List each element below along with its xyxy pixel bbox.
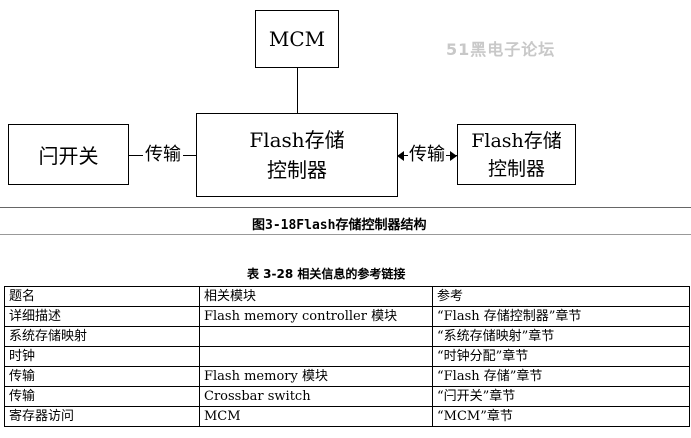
table-cell: 系统存储映射 bbox=[4, 326, 200, 347]
table-row: 传输 Flash memory 模块 “Flash 存储”章节 bbox=[4, 366, 690, 387]
table-title: 表 3-28 相关信息的参考链接 bbox=[247, 267, 406, 281]
gate-switch-label: 闩开关 bbox=[38, 144, 99, 168]
reference-table: 题名 相关模块 参考 详细描述 Flash memory controller … bbox=[4, 286, 690, 427]
table-cell: 时钟 bbox=[4, 346, 200, 367]
figure-caption: 图3-18Flash存储控制器结构 bbox=[252, 218, 427, 233]
flash-memory-box: Flash存储 控制器 bbox=[457, 124, 576, 185]
table-cell: MCM bbox=[199, 406, 433, 427]
flash-memory-label-line1: Flash存储 bbox=[471, 129, 562, 152]
table-cell: “时钟分配”章节 bbox=[432, 346, 690, 367]
watermark: 51黑电子论坛 bbox=[446, 40, 556, 59]
table-row: 寄存器访问 MCM “MCM”章节 bbox=[4, 406, 690, 427]
table-row: 传输 Crossbar switch “闩开关”章节 bbox=[4, 386, 690, 407]
flash-controller-box: Flash存储 控制器 bbox=[196, 113, 398, 197]
mcm-connector bbox=[297, 68, 299, 113]
arrow-right-icon bbox=[450, 151, 457, 161]
table-cell: “Flash 存储”章节 bbox=[432, 366, 690, 387]
flash-memory-label-line2: 控制器 bbox=[487, 157, 545, 180]
table-cell: 详细描述 bbox=[4, 306, 200, 327]
table-cell: Flash memory controller 模块 bbox=[199, 306, 433, 327]
table-cell: “闩开关”章节 bbox=[432, 386, 690, 407]
table-cell bbox=[199, 326, 433, 347]
table-cell: Crossbar switch bbox=[199, 386, 433, 407]
left-transfer-label: 传输 bbox=[143, 144, 183, 165]
table-cell bbox=[199, 346, 433, 367]
mcm-label: MCM bbox=[268, 27, 326, 51]
caption-divider bbox=[0, 207, 691, 208]
table-header-row: 题名 相关模块 参考 bbox=[4, 286, 690, 307]
gate-switch-box: 闩开关 bbox=[8, 124, 129, 185]
mcm-box: MCM bbox=[255, 10, 339, 68]
table-cell: “系统存储映射”章节 bbox=[432, 326, 690, 347]
flash-controller-label-line2: 控制器 bbox=[267, 158, 327, 182]
arrow-left-icon bbox=[397, 151, 404, 161]
table-row: 详细描述 Flash memory controller 模块 “Flash 存… bbox=[4, 306, 690, 327]
header-cell: 相关模块 bbox=[199, 286, 433, 307]
header-cell: 参考 bbox=[432, 286, 690, 307]
table-cell: 传输 bbox=[4, 386, 200, 407]
table-row: 系统存储映射 “系统存储映射”章节 bbox=[4, 326, 690, 347]
table-cell: 寄存器访问 bbox=[4, 406, 200, 427]
table-cell: “Flash 存储控制器”章节 bbox=[432, 306, 690, 327]
table-row: 时钟 “时钟分配”章节 bbox=[4, 346, 690, 367]
table-cell: “MCM”章节 bbox=[432, 406, 690, 427]
table-cell: 传输 bbox=[4, 366, 200, 387]
header-cell: 题名 bbox=[4, 286, 200, 307]
caption-divider-bottom bbox=[0, 234, 691, 235]
right-transfer-label: 传输 bbox=[408, 144, 446, 165]
table-cell: Flash memory 模块 bbox=[199, 366, 433, 387]
flash-controller-label-line1: Flash存储 bbox=[249, 128, 345, 152]
